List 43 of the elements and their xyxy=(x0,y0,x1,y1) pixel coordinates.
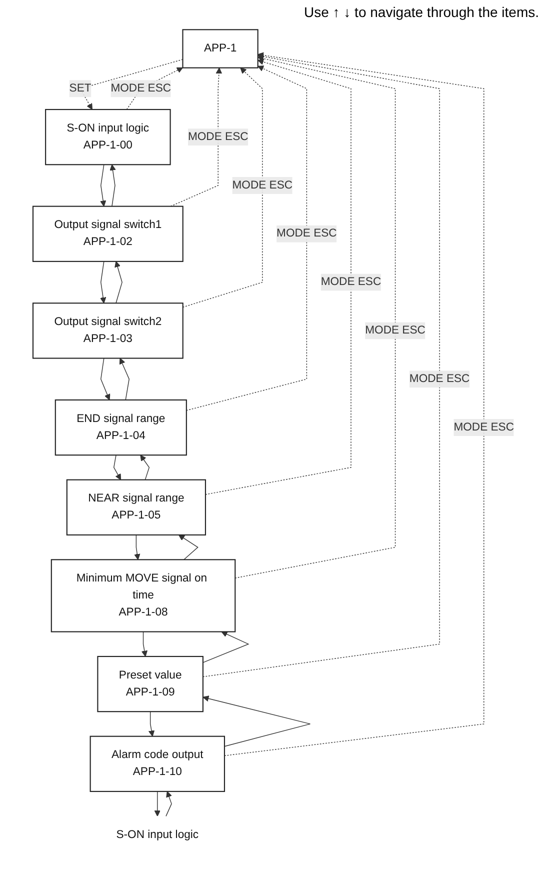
node-box: Output signal switch1 APP-1-02 xyxy=(32,206,184,262)
edge-label: MODE ESC xyxy=(365,324,426,336)
arrow xyxy=(113,454,122,480)
edge-label: MODE ESC xyxy=(188,130,248,143)
arrow xyxy=(234,56,396,578)
edge-label: MODE ESC xyxy=(276,228,337,240)
arrow xyxy=(182,68,263,308)
arrow xyxy=(205,58,352,495)
node-box: S-ON input logic APP-1-00 xyxy=(45,108,171,166)
arrow xyxy=(224,52,484,756)
node-box: Preset value APP-1-09 xyxy=(97,656,204,712)
arrow xyxy=(202,631,250,663)
arrow xyxy=(140,454,150,480)
arrow xyxy=(166,791,172,817)
edge-label: MODE ESC xyxy=(454,421,514,434)
edge-label: SET xyxy=(69,82,92,94)
arrow xyxy=(154,791,160,816)
arrow xyxy=(119,358,130,400)
node-box: NEAR signal range APP-1-05 xyxy=(66,479,206,536)
note-text: Use ↑ ↓ to navigate through the items. xyxy=(304,4,539,20)
node-box: END signal range APP-1-04 xyxy=(54,399,187,456)
arrow xyxy=(148,711,155,737)
arrow xyxy=(114,261,122,304)
arrow xyxy=(202,54,440,678)
node-box: Minimum MOVE signal on time APP-1-08 xyxy=(50,559,236,632)
edge-label: MODE ESC xyxy=(232,179,293,192)
arrow xyxy=(202,696,311,747)
arrow xyxy=(134,534,140,560)
arrow xyxy=(141,631,148,657)
arrow xyxy=(100,358,110,400)
edge-label: MODE ESC xyxy=(409,372,470,385)
arrow xyxy=(178,534,198,560)
node-text: S-ON input logic xyxy=(116,828,199,841)
arrow xyxy=(170,68,222,207)
arrow xyxy=(110,164,116,207)
node-box: Output signal switch2 APP-1-03 xyxy=(32,302,184,359)
node-box: APP-1 xyxy=(182,29,258,68)
edge-label: MODE ESC xyxy=(110,82,172,94)
node-box: Alarm code output APP-1-10 xyxy=(90,736,225,792)
arrow xyxy=(186,66,308,411)
arrow xyxy=(100,261,106,304)
edge-label: MODE ESC xyxy=(320,276,382,288)
arrow xyxy=(100,164,106,207)
